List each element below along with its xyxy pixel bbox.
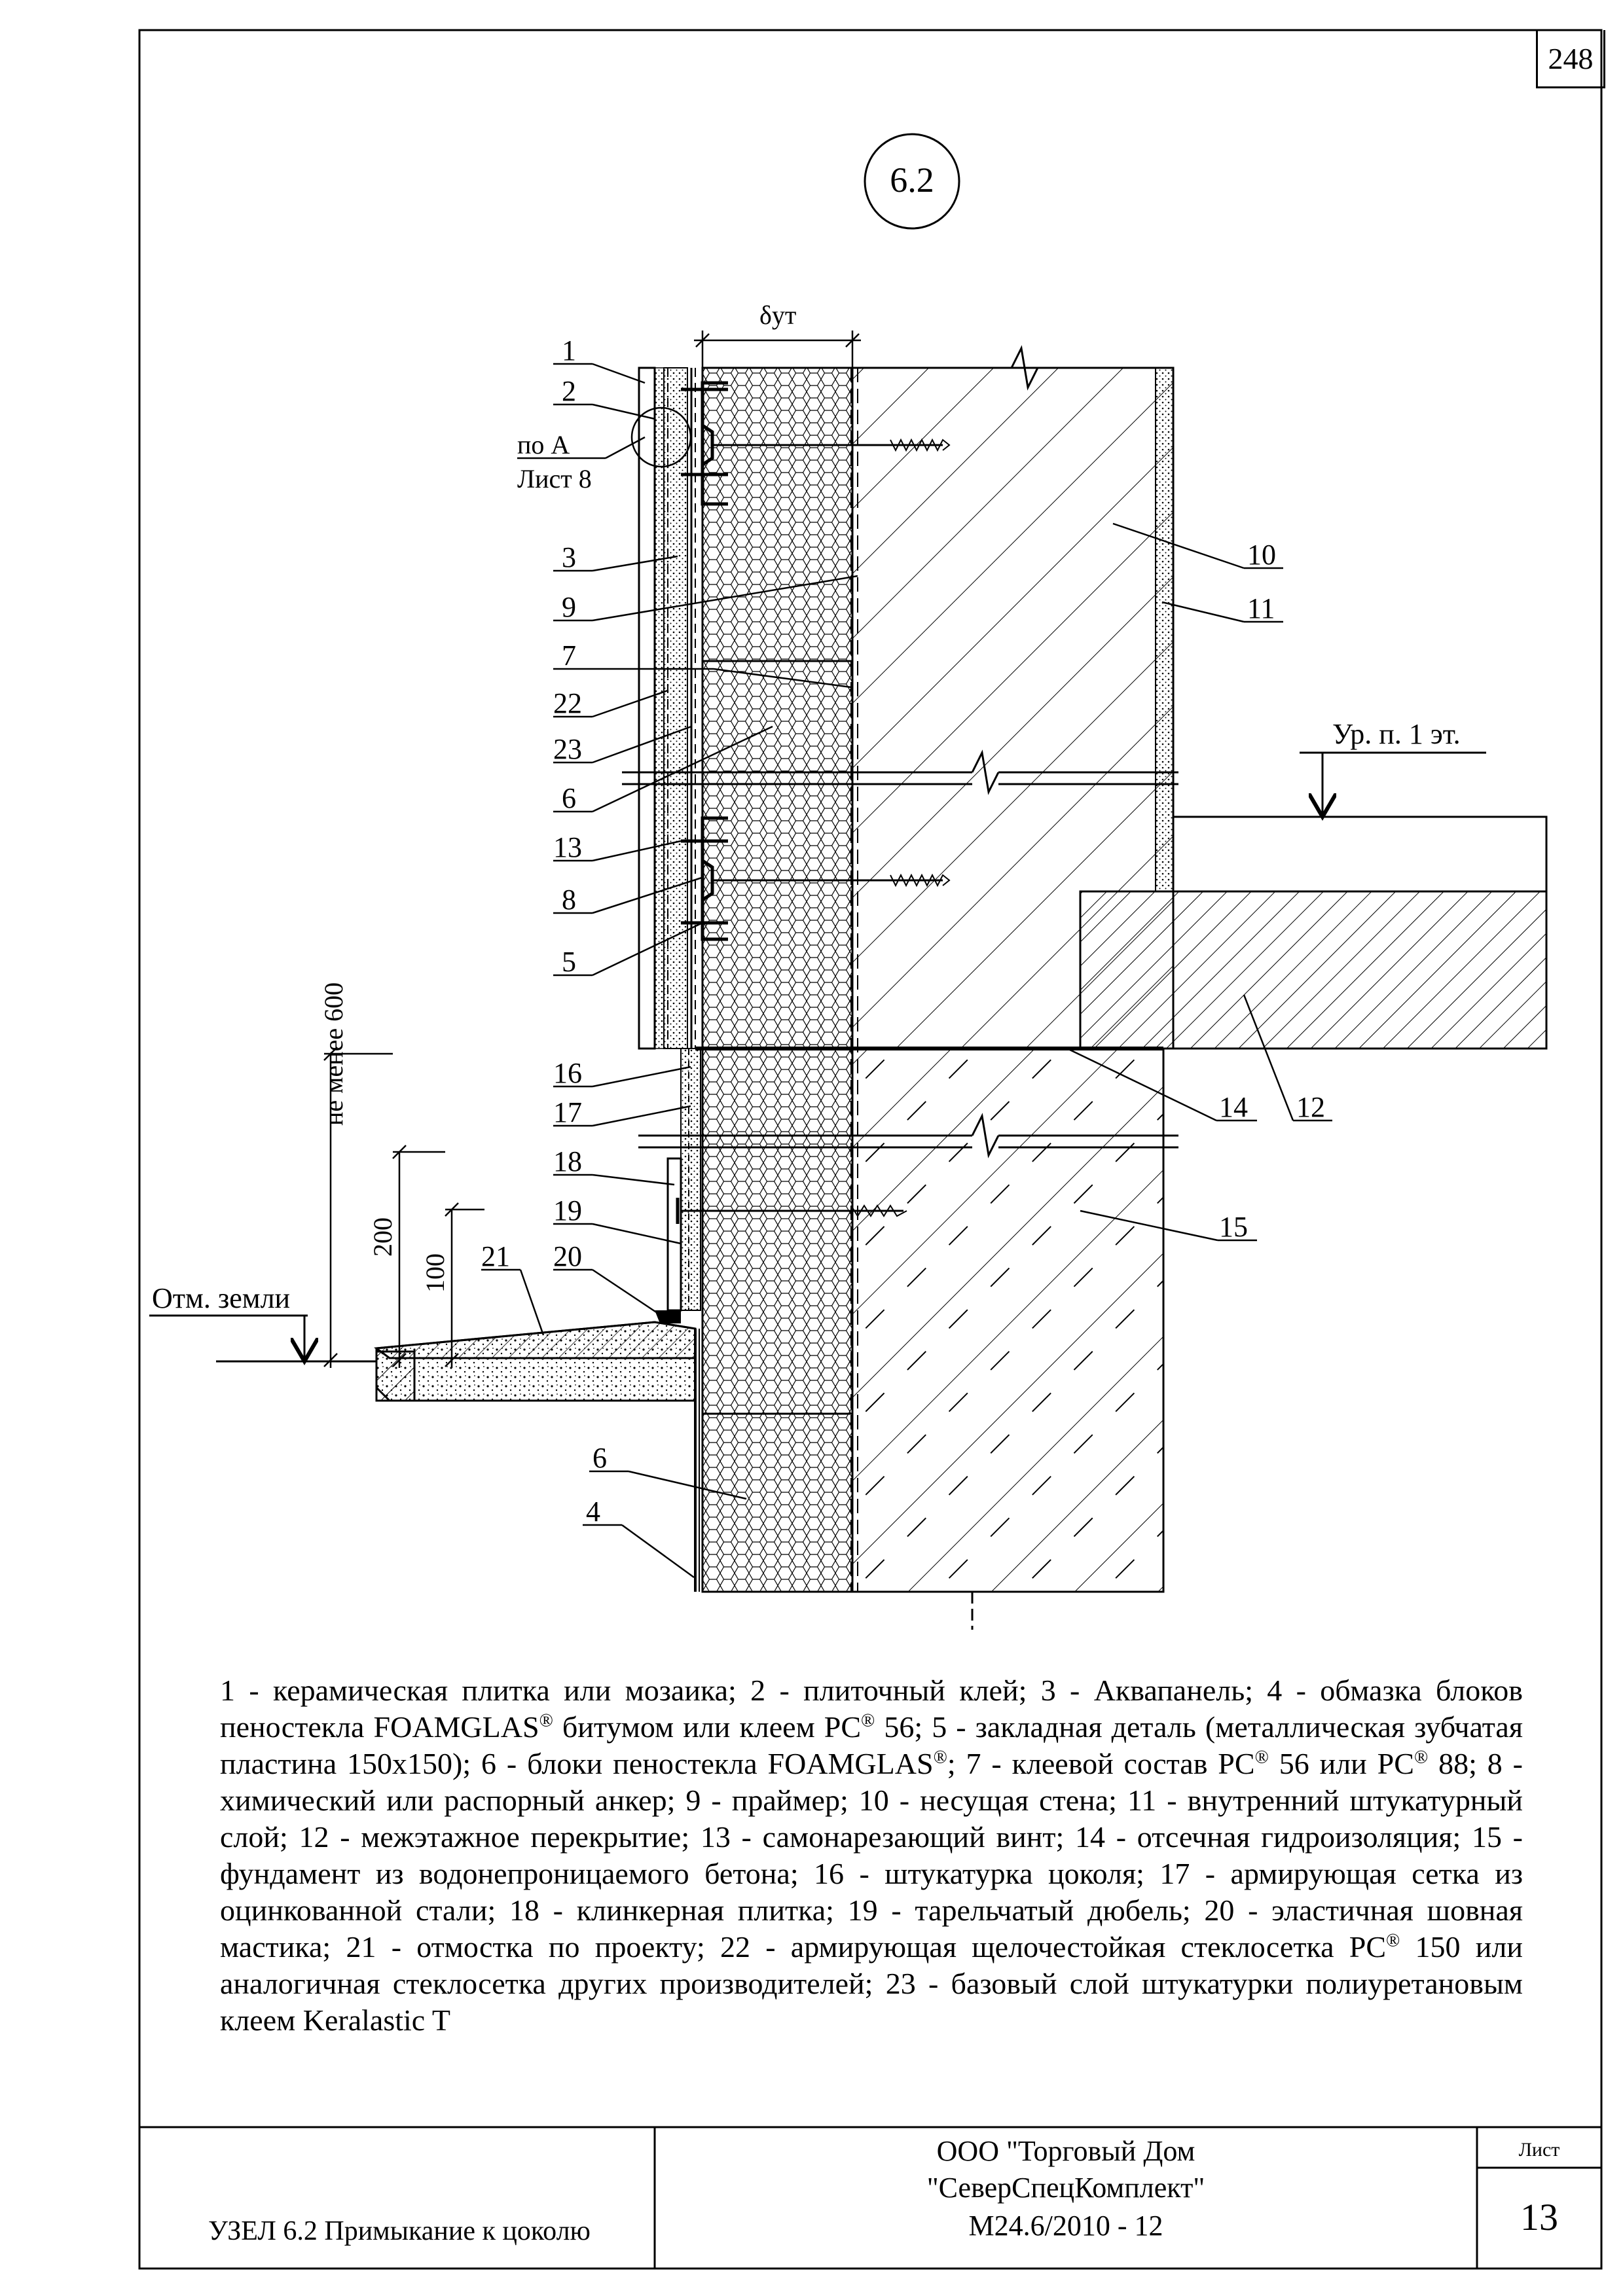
floor-finish (1172, 816, 1548, 893)
internal-plaster (1155, 368, 1173, 891)
detail-circle (630, 406, 692, 468)
callout-17: 17 (553, 1096, 582, 1128)
ground-level-label: Отм. земли (152, 1282, 291, 1314)
insulation-dimension (694, 331, 861, 368)
sealant (655, 1310, 681, 1323)
callout-20: 20 (553, 1240, 582, 1272)
foamglas-insulation (701, 367, 858, 1593)
callout-3: 3 (562, 541, 576, 573)
callout-6-upper: 6 (562, 782, 576, 814)
floor-level-label: Ур. п. 1 эт. (1332, 718, 1461, 750)
callout-13: 13 (553, 831, 582, 863)
org-line-1: ООО "Торговый Дом (936, 2135, 1195, 2167)
callout-1: 1 (562, 334, 576, 367)
break-lines (622, 345, 1178, 1630)
ground-level-marker (149, 1314, 308, 1361)
chemical-anchor-upper (712, 438, 951, 452)
node-marker-circle (864, 133, 960, 230)
floor-slab (1079, 890, 1548, 1050)
plinth-dimensions (323, 1047, 484, 1368)
title-block (139, 2126, 1601, 2269)
callout-7: 7 (562, 639, 576, 672)
callout-10: 10 (1247, 539, 1276, 571)
callout-9: 9 (562, 591, 576, 623)
dim-100: 100 (420, 1253, 450, 1293)
plate-dowel (676, 1198, 907, 1224)
detail-ref-line1: по А (517, 430, 570, 459)
callout-2: 2 (562, 375, 576, 407)
foundation (851, 1047, 1165, 1593)
callout-12: 12 (1296, 1091, 1325, 1123)
facade-layers (638, 367, 696, 1050)
callout-22: 22 (553, 687, 582, 719)
sheet-number: 13 (1520, 2196, 1558, 2238)
callout-6-lower: 6 (593, 1442, 607, 1474)
dim-min-600: не менее 600 (319, 982, 348, 1126)
chemical-anchor-lower (712, 873, 951, 888)
callout-11: 11 (1247, 592, 1275, 624)
sheet-label: Лист (1518, 2139, 1560, 2161)
clinker-tile (666, 1157, 682, 1312)
callout-8: 8 (562, 884, 576, 916)
dim-200: 200 (368, 1217, 397, 1257)
leader-lines (481, 363, 1332, 1579)
org-line-2: "СеверСпецКомплект" (926, 2172, 1205, 2204)
page-number: 248 (1536, 30, 1605, 88)
callout-21: 21 (481, 1240, 510, 1272)
plinth-plaster (680, 1048, 701, 1311)
drawing-title: УЗЕЛ 6.2 Примыкание к цоколю (208, 2216, 591, 2246)
callout-15: 15 (1219, 1211, 1248, 1243)
callout-18: 18 (553, 1145, 582, 1177)
blind-area (373, 1321, 697, 1402)
callout-23: 23 (553, 733, 582, 765)
detail-ref-line2: Лист 8 (517, 464, 592, 493)
callout-19: 19 (553, 1194, 582, 1227)
document-code: М24.6/2010 - 12 (968, 2210, 1163, 2242)
floor-level-marker (1300, 751, 1486, 817)
legend-text: 1 - керамическая плитка или мозаика; 2 -… (220, 1674, 1523, 2037)
callout-16: 16 (553, 1057, 582, 1089)
callout-14: 14 (1219, 1091, 1248, 1123)
callout-5: 5 (562, 946, 576, 978)
node-marker-label: 6.2 (890, 160, 934, 200)
insulation-thickness-label: δут (759, 300, 797, 330)
sheet-frame (138, 29, 1603, 2270)
callout-4: 4 (586, 1496, 600, 1528)
